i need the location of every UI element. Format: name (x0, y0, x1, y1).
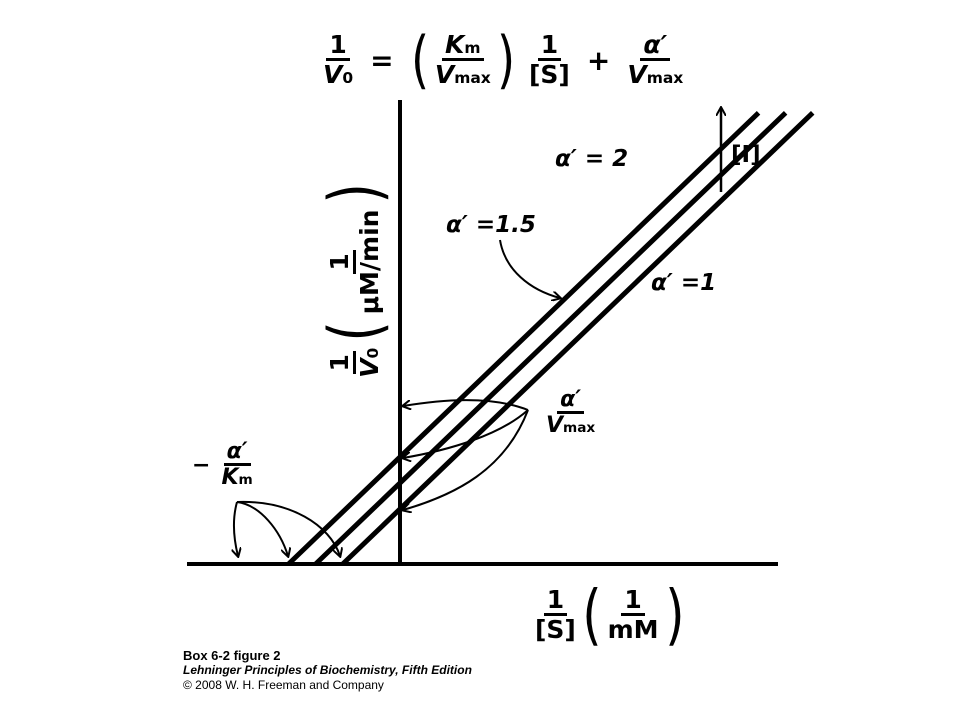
eq-lhs: 1 V0 (323, 29, 354, 89)
series-line-alpha-1-5 (313, 110, 788, 566)
rate-equation: 1 V0 = ( Km Vmax ) 1 [S] + α′ Vmax (320, 22, 686, 98)
series-line-alpha-2 (286, 110, 761, 566)
xint-pointer-2 (236, 501, 288, 556)
xint-pointer-3 (236, 500, 340, 556)
eq-alpha-over-vmax: α′ Vmax (627, 29, 684, 89)
caption-copyright: © 2008 W. H. Freeman and Company (183, 678, 384, 692)
y-axis-label: 1 V0 ( 1 μM/min ) (314, 182, 396, 378)
label-alpha-1-5: α′ =1.5 (446, 212, 536, 238)
label-alpha-1: α′ =1 (651, 270, 717, 296)
label-alpha-2: α′ = 2 (555, 146, 629, 172)
figure-caption: Box 6-2 figure 2 Lehninger Principles of… (183, 648, 472, 693)
label-y-intercept: α′ Vmax (546, 387, 596, 439)
yint-pointer-2 (403, 409, 529, 458)
eq-paren-open: ( (410, 23, 429, 96)
caption-book: Lehninger Principles of Biochemistry, Fi… (183, 663, 472, 677)
alpha15-pointer (499, 239, 560, 298)
eq-equals: = (370, 43, 394, 77)
label-inhibitor: [I] (731, 142, 761, 168)
eq-plus: + (586, 43, 611, 77)
yint-pointer-3 (403, 409, 529, 510)
eq-one-over-s: 1 [S] (529, 29, 570, 89)
x-axis-label: 1 [S] ( 1 mM ) (535, 576, 685, 653)
caption-title: Box 6-2 figure 2 (183, 648, 281, 663)
label-x-intercept: − α′ Km (192, 439, 253, 491)
xint-pointer-1 (234, 501, 238, 556)
yint-pointer-1 (403, 399, 529, 411)
series-line-alpha-1 (340, 110, 815, 566)
eq-paren-close: ) (496, 23, 515, 96)
eq-km-over-vmax: Km Vmax (434, 29, 491, 89)
